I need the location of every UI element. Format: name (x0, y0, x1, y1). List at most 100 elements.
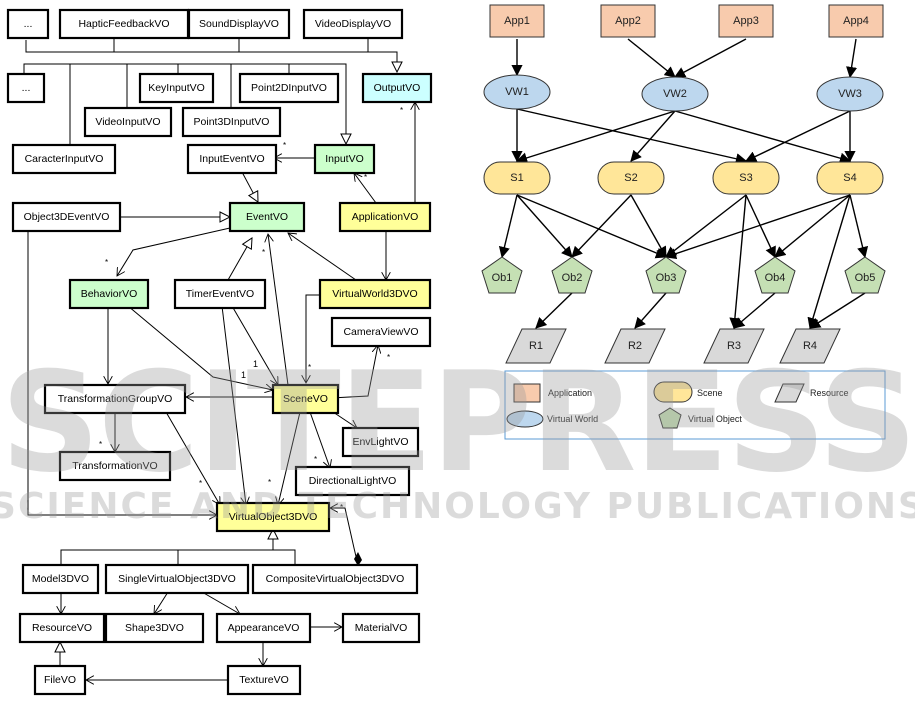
uml-class-dirlight: DirectionalLightVO (294, 465, 411, 497)
mult-label: * (283, 141, 286, 150)
graph-node-s3: S3 (712, 161, 780, 195)
uml-class-label: Model3DVO (32, 573, 89, 585)
edge-vworld-event (288, 233, 357, 281)
uml-class-box (43, 383, 187, 415)
graph-node-app3: App3 (718, 4, 774, 38)
graph-node-shape (489, 4, 545, 38)
mult-label: * (364, 173, 367, 182)
uml-class-vworld: VirtualWorld3DVO (318, 278, 432, 310)
graph-node-r4: R4 (779, 328, 841, 364)
uml-class-behavior: BehaviorVO (68, 278, 150, 310)
uml-class-sounddisp: SoundDisplayVO (187, 8, 291, 40)
graph-node-shape (703, 328, 765, 364)
mult-label-one: 1 (241, 370, 246, 380)
uml-class-label: HapticFeedbackVO (78, 18, 169, 30)
graph-edge-s1-ob2 (516, 194, 573, 258)
graph-node-shape (645, 256, 687, 294)
legend-virtual-world-label: Virtual World (547, 414, 598, 424)
graph-node-vw2: VW2 (641, 76, 709, 112)
graph-edge-s4-r4 (807, 194, 851, 330)
uml-class-label: SingleVirtualObject3DVO (118, 573, 236, 585)
graph-node-shape (597, 161, 665, 195)
uml-class-singlevo: SingleVirtualObject3DVO (104, 563, 250, 595)
mult-label: * (308, 363, 311, 372)
uml-class-label: BehaviorVO (81, 288, 138, 300)
uml-class-box (21, 563, 100, 595)
uml-class-inputevent: InputEventVO (186, 143, 278, 175)
uml-class-event: EventVO (228, 201, 306, 233)
uml-class-timerevent: TimerEventVO (173, 278, 267, 310)
legend: Application Scene Resource Virtual World… (504, 370, 886, 440)
uml-class-box (341, 612, 421, 644)
uml-class-cameraview: CameraViewVO (330, 316, 432, 348)
graph-node-label: Ob3 (656, 272, 677, 284)
uml-class-box (33, 664, 87, 696)
edge-scene-cameraview (330, 345, 378, 399)
graph-edge-app3-vw2 (674, 38, 747, 78)
uml-class-p2d: Point2DInputVO (238, 72, 340, 104)
graph-node-shape (779, 328, 841, 364)
uml-class-box (173, 278, 267, 310)
uml-class-appearance: AppearanceVO (215, 612, 312, 644)
edge-single-appearance (201, 591, 240, 614)
uml-class-label: CaracterInputVO (25, 153, 104, 165)
uml-class-videodisp: VideoDisplayVO (302, 8, 404, 40)
uml-class-box (58, 450, 172, 482)
uml-class-label: Point3DInputVO (194, 116, 270, 128)
uml-class-box (271, 383, 340, 415)
uml-class-label: VirtualWorld3DVO (332, 288, 417, 300)
legend-application-label: Application (548, 388, 592, 398)
uml-class-box (187, 8, 291, 40)
uml-class-obj3devent: Object3DEventVO (11, 201, 122, 233)
uml-class-label: ... (24, 18, 33, 30)
uml-class-resource: ResourceVO (18, 612, 106, 644)
legend-virtual-object-swatch (658, 407, 682, 429)
uml-class-texture: TextureVO (226, 664, 302, 696)
graph-node-label: Ob5 (855, 272, 876, 284)
uml-class-haptic: HapticFeedbackVO (58, 8, 190, 40)
uml-class-label: DirectionalLightVO (309, 475, 397, 487)
edge-generalization-dots1-output (25, 40, 397, 72)
graph-edge-app2-vw2 (627, 38, 676, 78)
graph-node-label: Ob1 (492, 272, 513, 284)
graph-edge-s2-ob2 (571, 194, 632, 258)
edge-scene-event (268, 234, 289, 386)
uml-class-tgroup: TransformationGroupVO (43, 383, 187, 415)
graph-edge-s4-ob4 (774, 194, 851, 258)
graph-node-ob3: Ob3 (645, 256, 687, 294)
graph-node-shape (481, 256, 523, 294)
graph-edge-s4-ob5 (849, 194, 869, 259)
uml-class-box (215, 612, 312, 644)
legend-application-swatch (513, 383, 541, 403)
uml-class-box (11, 201, 122, 233)
graph-edge-vw2-s1 (515, 110, 676, 164)
uml-class-caracter: CaracterInputVO (11, 143, 117, 175)
graph-node-shape (483, 74, 551, 110)
mult-label: * (314, 455, 317, 464)
graph-edge-s3-r3 (729, 194, 747, 330)
uml-class-box (302, 8, 404, 40)
graph-edge-s1-ob1 (498, 194, 518, 259)
uml-class-box (294, 465, 411, 497)
uml-class-label: ResourceVO (32, 622, 92, 634)
mult-label: * (340, 503, 343, 512)
uml-class-label: AppearanceVO (228, 622, 300, 634)
mult-label: * (268, 478, 271, 487)
graph-node-r1: R1 (505, 328, 567, 364)
graph-node-shape (641, 76, 709, 112)
uml-class-label: VideoDisplayVO (315, 18, 391, 30)
uml-class-box (338, 201, 432, 233)
graph-node-shape (483, 161, 551, 195)
mult-label: * (262, 248, 265, 257)
edge-tgroup-vobject (165, 411, 220, 505)
graph-node-shape (844, 256, 886, 294)
uml-class-box (186, 143, 278, 175)
graph-node-shape (828, 4, 884, 38)
graph-node-shape (718, 4, 774, 38)
edge-timerevent-event (227, 238, 252, 281)
graph-node-s2: S2 (597, 161, 665, 195)
uml-class-label: ApplicationVO (352, 211, 419, 223)
uml-class-box (58, 8, 190, 40)
graph-edge-s1-ob3 (516, 194, 668, 259)
